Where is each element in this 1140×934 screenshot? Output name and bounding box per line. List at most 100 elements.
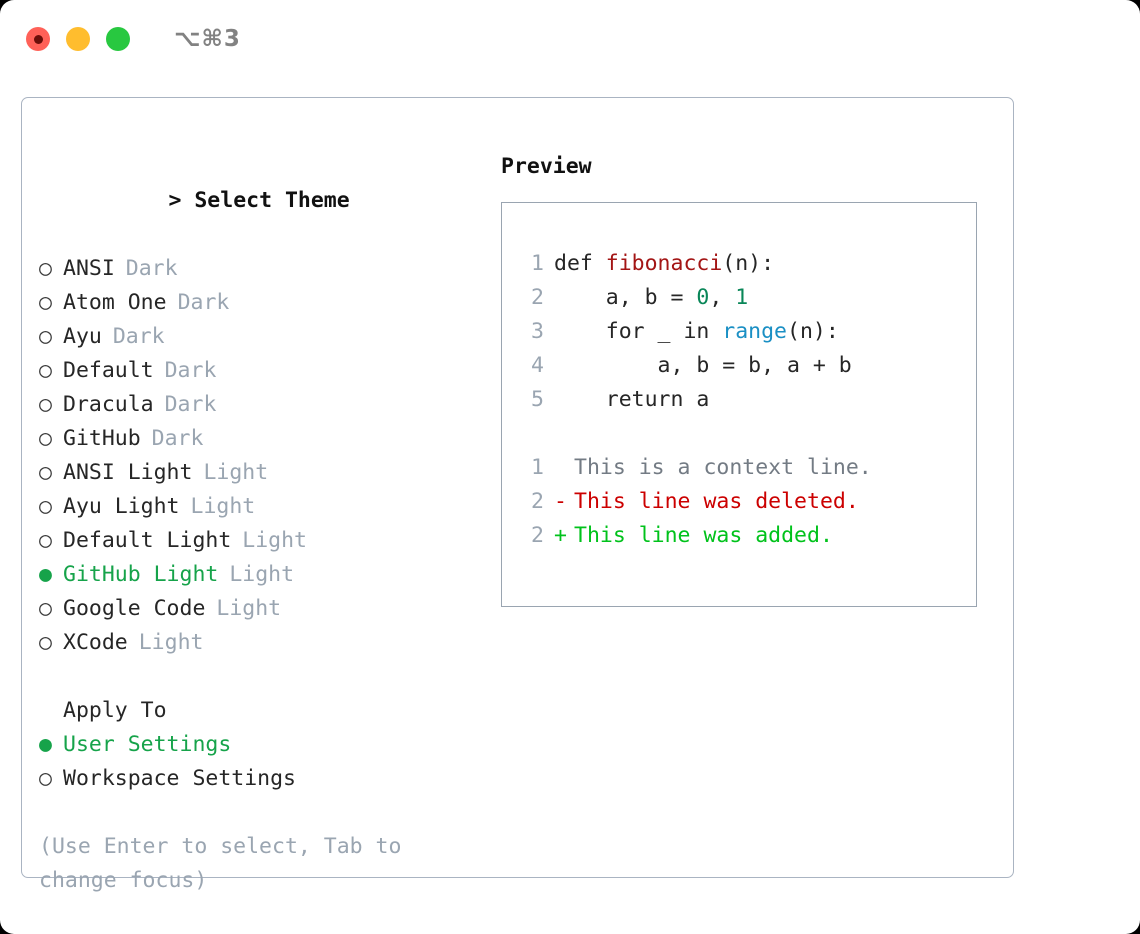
diff-line-text: This is a context line.	[574, 455, 872, 480]
theme-option-kind: Light	[229, 562, 295, 587]
theme-option-default-light[interactable]: ○ Default Light Light	[39, 524, 501, 558]
radio-selected-icon: ●	[39, 562, 52, 587]
radio-unselected-icon: ○	[39, 324, 52, 349]
diff-line-number: 2	[531, 489, 544, 514]
diff-line-text: This line was added.	[574, 523, 833, 548]
radio-unselected-icon: ○	[39, 460, 52, 485]
code-line: 4 a, b = b, a + b	[518, 349, 976, 383]
apply-to-options: ● User Settings ○ Workspace Settings	[39, 728, 501, 796]
theme-option-label: Dracula	[63, 392, 154, 417]
window-controls	[26, 27, 130, 51]
theme-option-label: GitHub	[63, 426, 141, 451]
code-token-call: range	[722, 319, 788, 344]
code-token-function: fibonacci	[605, 251, 723, 276]
theme-option-label: Ayu	[63, 324, 102, 349]
code-token-plain: (n):	[722, 251, 775, 276]
theme-option-ayu[interactable]: ○ Ayu Dark	[39, 320, 501, 354]
theme-option-label: Atom One	[63, 290, 167, 315]
diff-line-context: 1 This is a context line.	[518, 451, 976, 485]
diff-marker-icon: -	[554, 489, 567, 514]
code-line: 3 for _ in range(n):	[518, 315, 976, 349]
diff-marker-icon	[554, 451, 574, 485]
theme-option-kind: Dark	[164, 358, 217, 383]
minimize-button[interactable]	[66, 27, 90, 51]
theme-option-xcode[interactable]: ○ XCode Light	[39, 626, 501, 660]
code-token-plain: for _ in	[554, 319, 723, 344]
radio-unselected-icon: ○	[39, 630, 52, 655]
code-line-number: 3	[531, 319, 544, 344]
theme-option-label: ANSI	[63, 256, 115, 281]
diff-line-text: This line was deleted.	[574, 489, 859, 514]
code-token-plain: return a	[554, 387, 710, 412]
theme-option-kind: Light	[190, 494, 256, 519]
theme-option-label: XCode	[63, 630, 128, 655]
radio-unselected-icon: ○	[39, 596, 52, 621]
diff-line-number: 1	[531, 455, 544, 480]
keyboard-shortcut-label: ⌥⌘3	[174, 26, 241, 52]
code-line-number: 1	[531, 251, 544, 276]
diff-preview: 1 This is a context line. 2-This line was…	[518, 451, 976, 553]
radio-unselected-icon: ○	[39, 392, 52, 417]
radio-unselected-icon: ○	[39, 494, 52, 519]
maximize-button[interactable]	[106, 27, 130, 51]
code-token-plain: a, b =	[554, 285, 697, 310]
keyboard-hint: (Use Enter to select, Tab to change focu…	[39, 834, 402, 893]
code-line: 5 return a	[518, 383, 976, 417]
code-line: 2 a, b = 0, 1	[518, 281, 976, 315]
apply-to-option-label: User Settings	[63, 732, 232, 757]
title-bar: ⌥⌘3	[0, 0, 1140, 78]
theme-option-kind: Dark	[112, 324, 165, 349]
close-button[interactable]	[26, 27, 50, 51]
apply-to-heading: Apply To	[63, 698, 167, 723]
radio-unselected-icon: ○	[39, 528, 52, 553]
code-token-plain: def	[554, 251, 606, 276]
diff-gap	[518, 417, 976, 451]
theme-option-label: Ayu Light	[63, 494, 180, 519]
code-line-number: 4	[531, 353, 544, 378]
preview-heading: Preview	[501, 154, 592, 179]
theme-option-kind: Dark	[164, 392, 217, 417]
code-token-plain: ,	[709, 285, 736, 310]
theme-option-ansi-light[interactable]: ○ ANSI Light Light	[39, 456, 501, 490]
theme-option-dracula[interactable]: ○ Dracula Dark	[39, 388, 501, 422]
apply-to-option-user-settings[interactable]: ● User Settings	[39, 728, 501, 762]
theme-option-label: Default Light	[63, 528, 232, 553]
code-line-number: 5	[531, 387, 544, 412]
diff-line-added: 2+This line was added.	[518, 519, 976, 553]
radio-selected-icon: ●	[39, 732, 52, 757]
code-line: 1 def fibonacci(n):	[518, 247, 976, 281]
theme-option-kind: Dark	[151, 426, 204, 451]
theme-option-default[interactable]: ○ Default Dark	[39, 354, 501, 388]
apply-to-option-label: Workspace Settings	[63, 766, 296, 791]
theme-option-kind: Light	[138, 630, 204, 655]
theme-option-label: ANSI Light	[63, 460, 193, 485]
radio-unselected-icon: ○	[39, 766, 52, 791]
prompt-caret: >	[168, 188, 182, 213]
theme-option-kind: Light	[203, 460, 269, 485]
radio-unselected-icon: ○	[39, 290, 52, 315]
code-token-plain: a, b = b, a + b	[554, 353, 852, 378]
list-spacer	[39, 660, 501, 694]
theme-option-label: Google Code	[63, 596, 206, 621]
theme-option-kind: Light	[242, 528, 308, 553]
code-token-number: 0	[696, 285, 710, 310]
select-theme-label: Select Theme	[194, 188, 350, 213]
code-token-number: 1	[735, 285, 749, 310]
select-theme-heading: > Select Theme	[39, 150, 501, 252]
theme-option-ayu-light[interactable]: ○ Ayu Light Light	[39, 490, 501, 524]
apply-to-option-workspace-settings[interactable]: ○ Workspace Settings	[39, 762, 501, 796]
theme-option-label: Default	[63, 358, 154, 383]
radio-unselected-icon: ○	[39, 358, 52, 383]
